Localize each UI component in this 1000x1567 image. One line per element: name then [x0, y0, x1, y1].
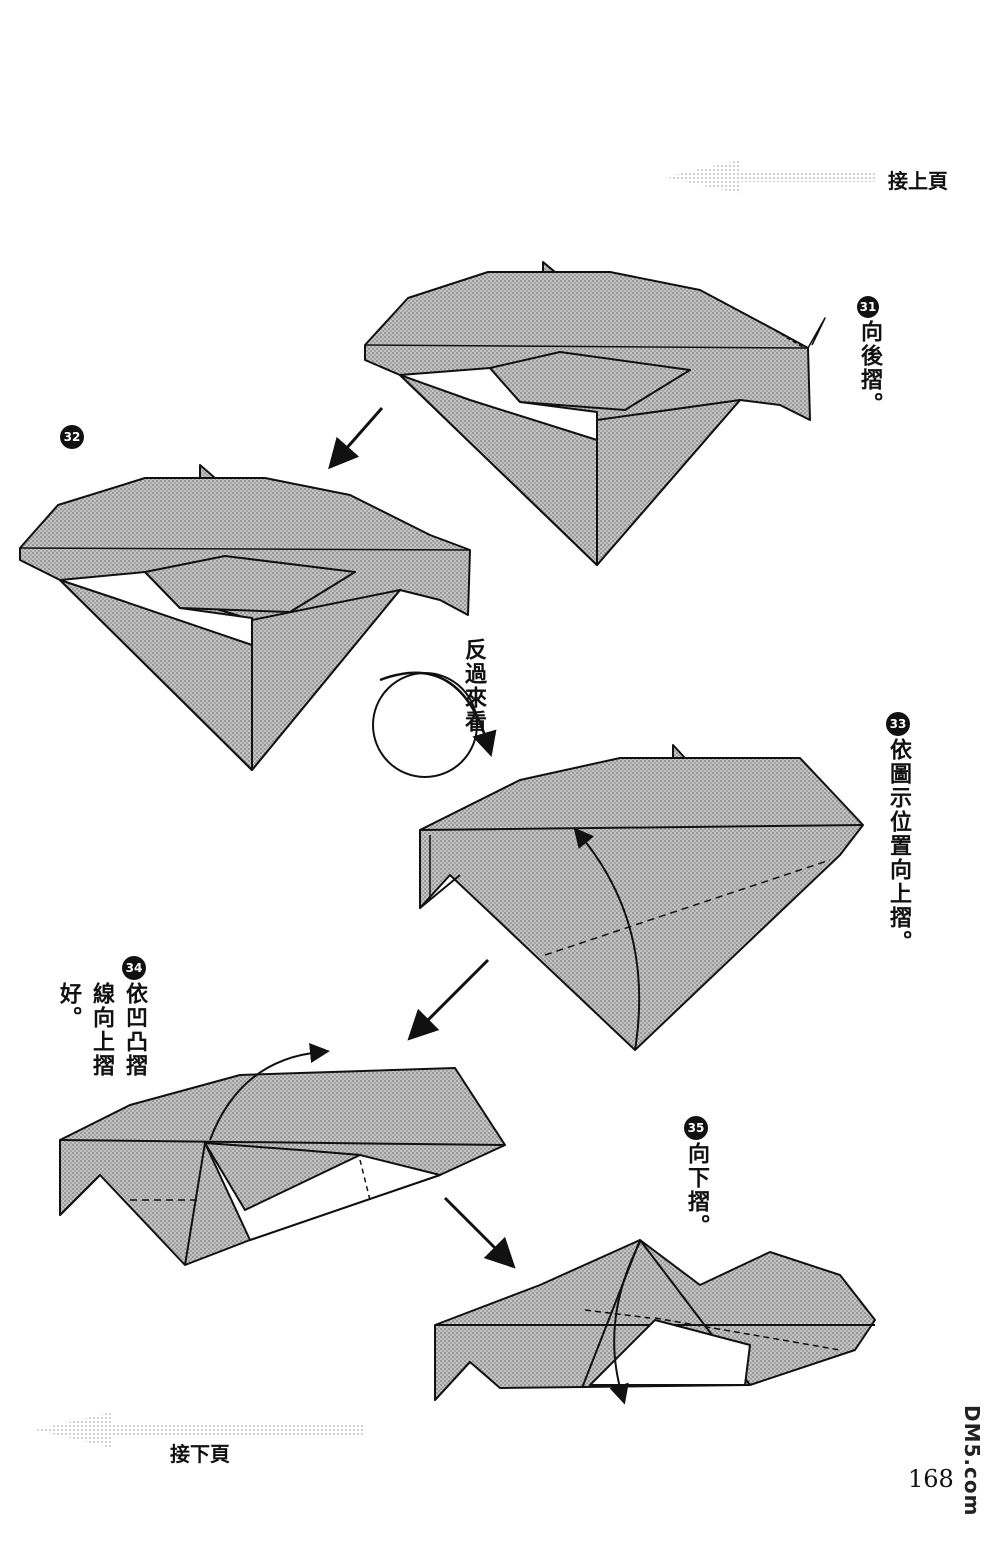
step-35-text: 向下摺。: [684, 1142, 709, 1238]
next-page-label: 接下頁: [170, 1442, 230, 1466]
watermark-logo: DM5.com: [960, 1405, 984, 1517]
step-34-text-col2: 線向上摺: [89, 982, 114, 1078]
step-34-text-col1: 依凹凸摺: [122, 982, 147, 1078]
step-31-diagram: [364, 261, 826, 566]
prev-page-label: 接上頁: [888, 169, 948, 193]
step-34-number: 34: [122, 956, 146, 980]
page-number: 168: [908, 1465, 954, 1493]
step-33-text: 依圖示位置向上摺。: [886, 738, 911, 954]
step-32-diagram: [19, 464, 471, 771]
step-34-diagram: [59, 1043, 506, 1266]
step-33-number: 33: [886, 712, 910, 736]
step-35-diagram: [434, 1239, 876, 1405]
step-33-diagram: [419, 744, 864, 1051]
step-34-text-col3: 好。: [56, 982, 81, 1030]
next-page-arrow: [35, 1412, 365, 1448]
prev-page-arrow: [665, 160, 875, 194]
step-31-text: 向後摺。: [857, 320, 882, 416]
step-32-number: 32: [60, 425, 84, 449]
step-35-number: 35: [684, 1116, 708, 1140]
turn-over-text: 反過來看。: [461, 638, 486, 758]
step-31-number: 31: [857, 296, 879, 318]
turn-over-symbol: [372, 671, 497, 778]
